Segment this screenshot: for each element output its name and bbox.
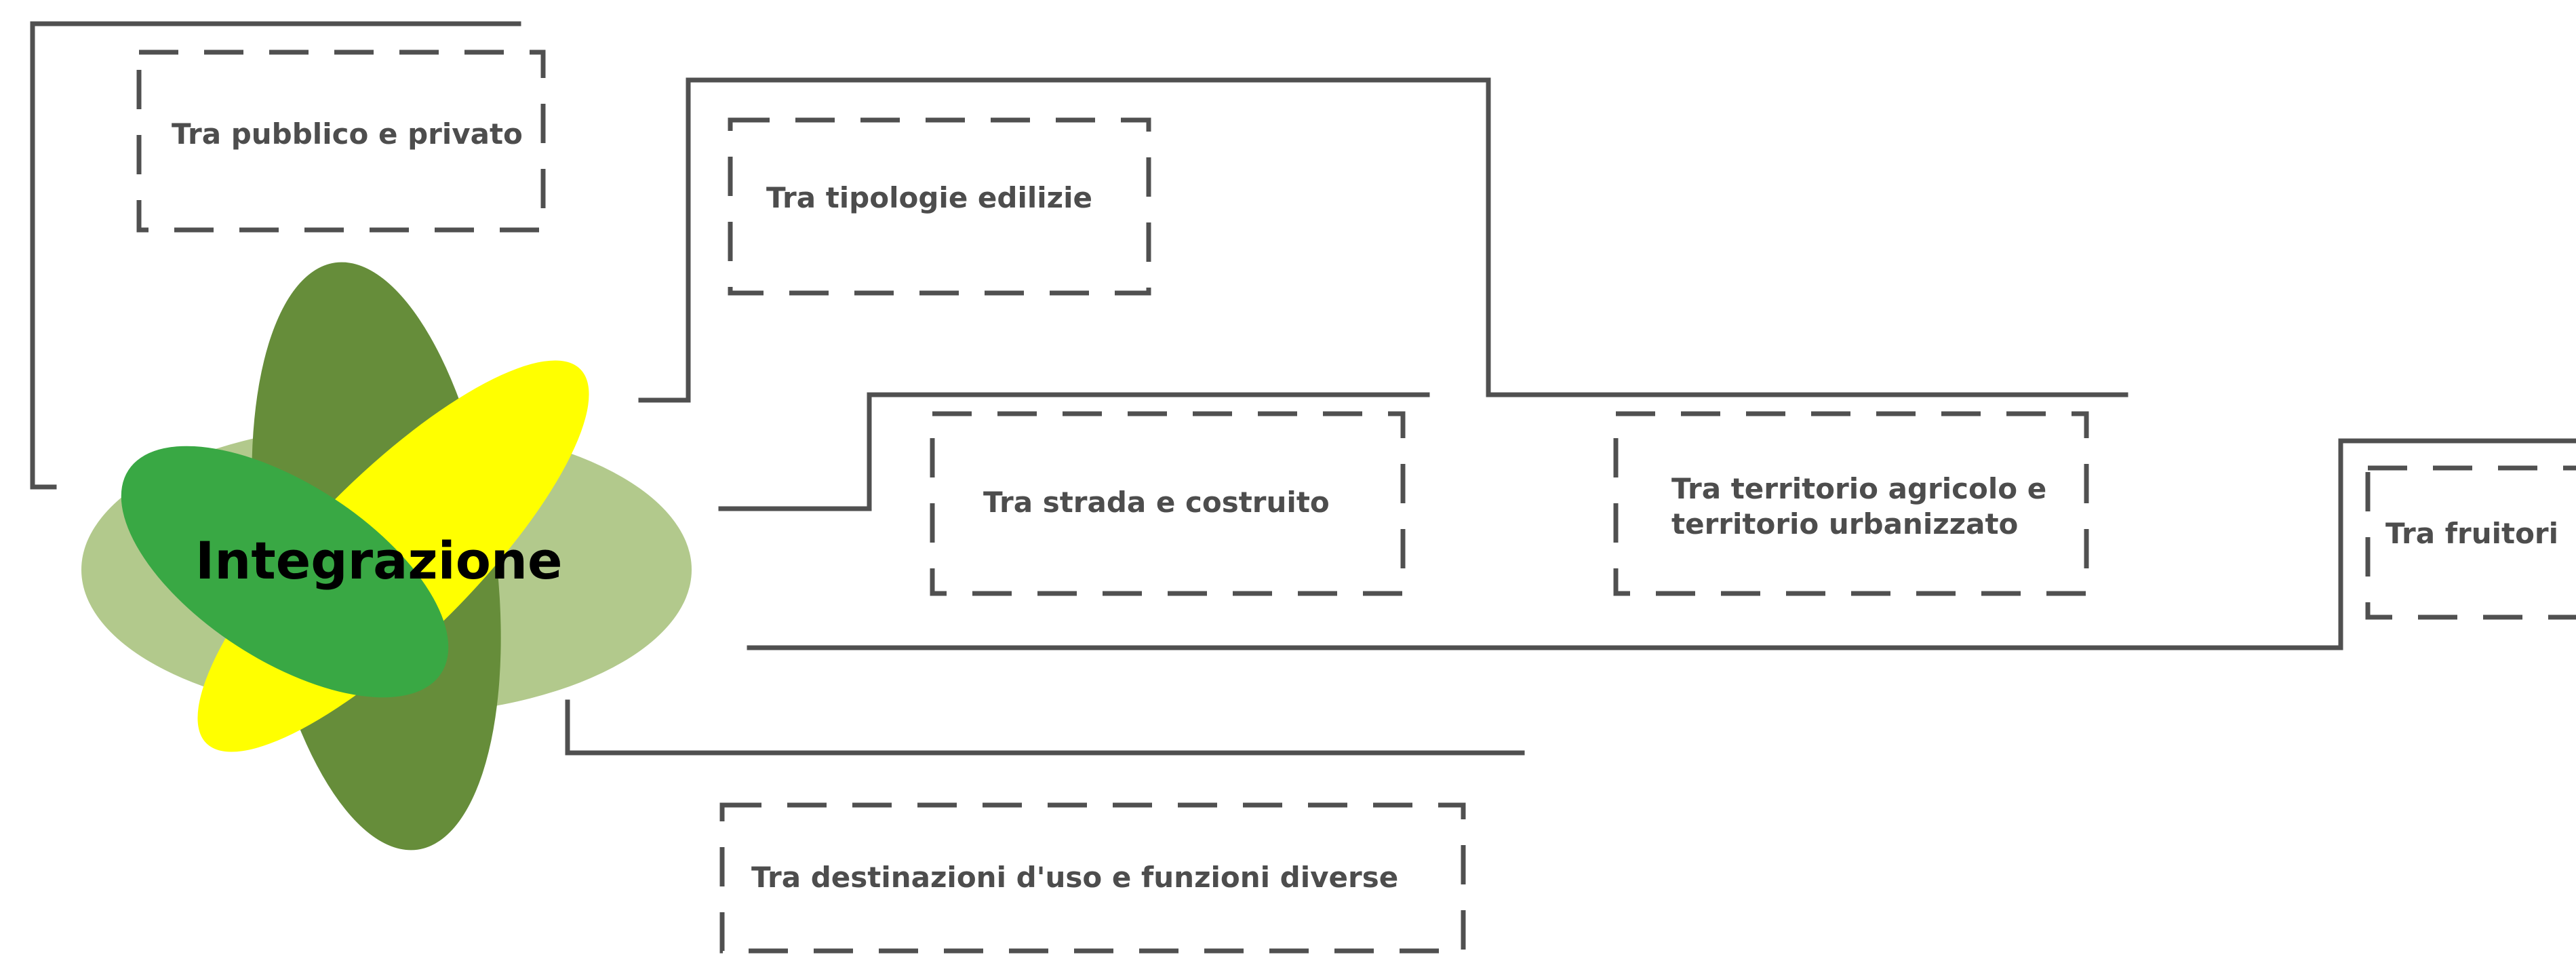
box-destinazioni-uso bbox=[719, 802, 1466, 954]
box-fruitori bbox=[2365, 465, 2576, 620]
label-territorio-line-1: Tra territorio agricolo e bbox=[1671, 472, 2047, 505]
box-territorio bbox=[1613, 411, 2089, 596]
connector-fruitori bbox=[747, 438, 2576, 650]
petal-green bbox=[121, 446, 449, 698]
central-label: Integrazione bbox=[195, 530, 563, 591]
label-destinazioni-uso: Tra destinazioni d'uso e funzioni divers… bbox=[751, 861, 1399, 894]
connector-pubblico-privato bbox=[30, 21, 521, 490]
label-strada-costruito: Tra strada e costruito bbox=[983, 486, 1330, 519]
box-strada-costruito bbox=[930, 411, 1406, 596]
box-tipologie-edilizie bbox=[728, 117, 1151, 296]
label-tipologie-edilizie: Tra tipologie edilizie bbox=[766, 181, 1092, 214]
integrazione-flower bbox=[81, 262, 692, 851]
label-pubblico-privato: Tra pubblico e privato bbox=[172, 117, 523, 151]
connector-tipologie-edilizie bbox=[638, 77, 2128, 403]
label-territorio: Tra territorio agricolo e territorio urb… bbox=[1671, 471, 2046, 542]
label-fruitori: Tra fruitori bbox=[2385, 517, 2559, 550]
label-territorio-line-2: territorio urbanizzato bbox=[1671, 507, 2019, 541]
box-pubblico-privato bbox=[136, 50, 546, 233]
connector-destinazioni-uso bbox=[565, 699, 1525, 756]
connector-strada-costruito bbox=[718, 392, 1430, 511]
